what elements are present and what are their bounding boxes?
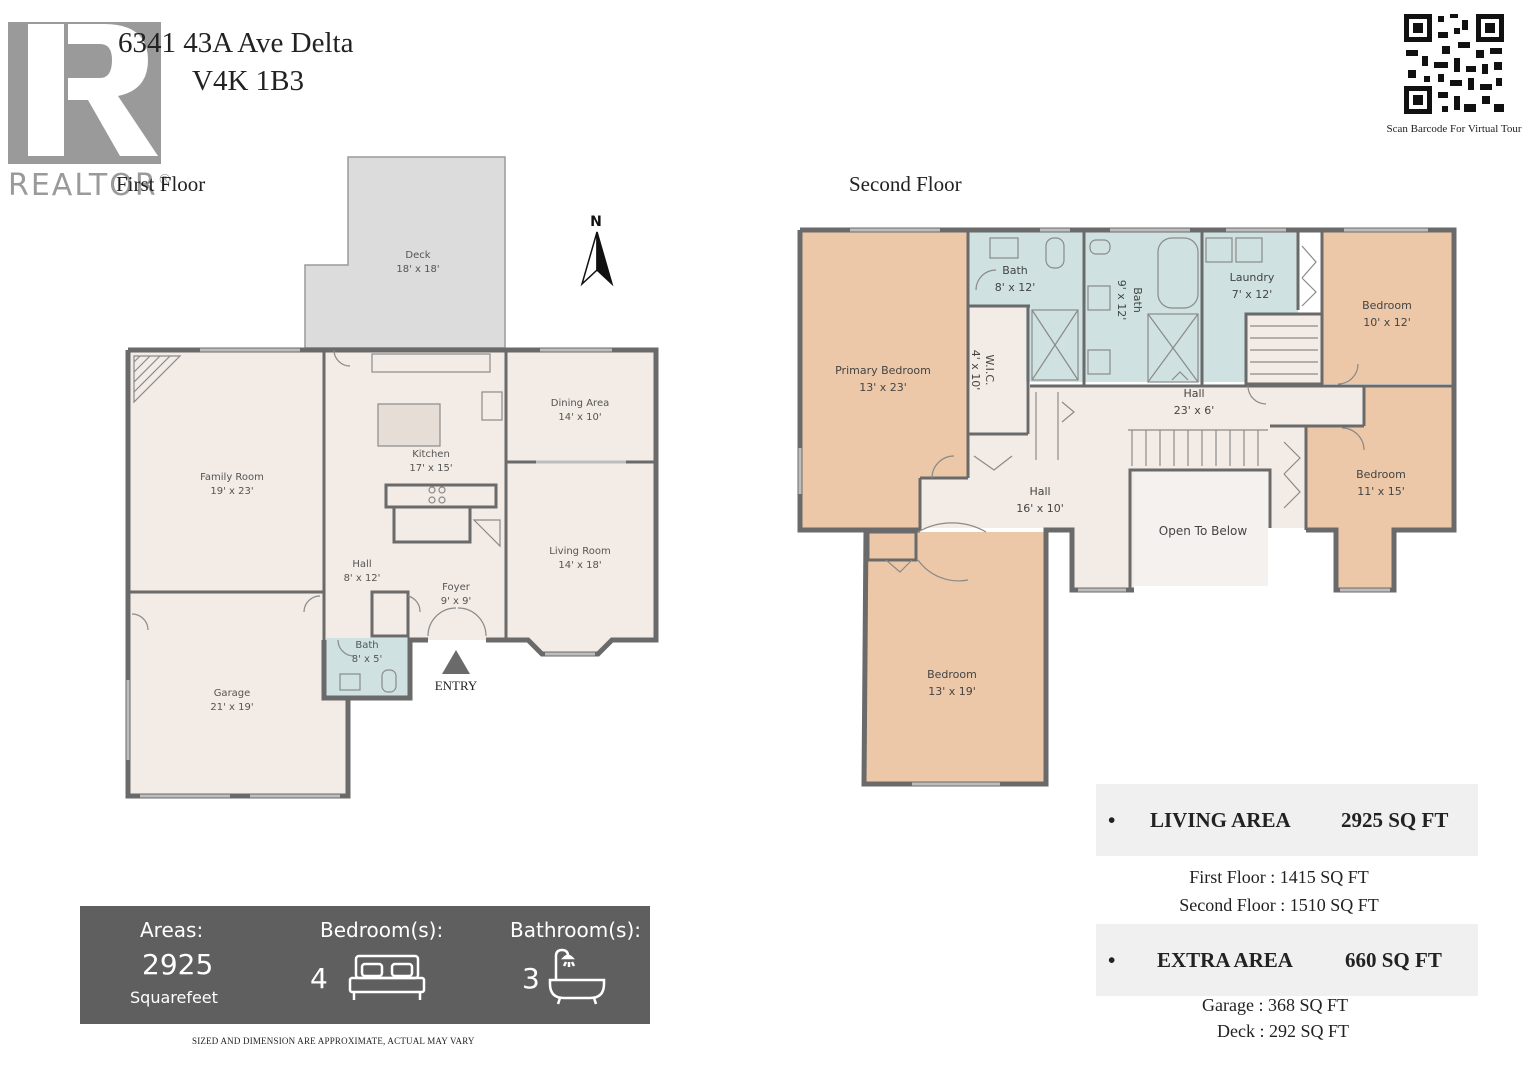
room-dims: 23' x 6' [1174, 404, 1215, 417]
room-dims: 14' x 18' [558, 560, 601, 571]
areas-unit: Squarefeet [130, 988, 218, 1007]
living-area-value: 2925 SQ FT [1341, 807, 1449, 832]
room-dims: 8' x 5' [352, 654, 383, 665]
compass-label: N [590, 214, 602, 230]
realtor-r-icon [8, 22, 161, 164]
open-to-below [1134, 470, 1268, 586]
room-dims: 13' x 19' [928, 685, 976, 698]
living-area-label: LIVING AREA [1150, 807, 1291, 832]
room-label: Kitchen [412, 449, 450, 460]
room-label: Bedroom [1362, 299, 1412, 312]
room-label: Hall [1183, 387, 1204, 400]
room-dims: 13' x 23' [859, 381, 907, 394]
areas-value: 2925 [142, 948, 214, 981]
second-floor-plan: Bath 8' x 12' Bath 9' x 12' Laundry 7' x… [797, 227, 1457, 787]
bullet: • [1108, 807, 1116, 832]
address-line-1: 6341 43A Ave Delta [118, 27, 354, 59]
room-label: Bath [1131, 287, 1144, 313]
second-floor-area: Second Floor : 1510 SQ FT [1179, 895, 1379, 915]
room-dims: 21' x 19' [210, 702, 253, 713]
realtor-logo: REALTOR® [8, 18, 183, 208]
bathtub-icon [548, 948, 606, 1005]
first-floor-area: First Floor : 1415 SQ FT [1189, 867, 1369, 887]
bathrooms-value: 3 [522, 962, 540, 995]
bath-2 [1084, 232, 1202, 382]
room-label: Hall [1029, 485, 1050, 498]
garage-area: Garage : 368 SQ FT [1202, 995, 1348, 1015]
qr-code[interactable] [1402, 12, 1506, 120]
bedroom-ne [1322, 232, 1452, 384]
first-floor-title: First Floor [116, 172, 206, 196]
room-dims: 9' x 12' [1115, 280, 1128, 321]
room-label: Open To Below [1159, 524, 1248, 538]
living-room [506, 462, 656, 654]
room-dims: 8' x 12' [995, 281, 1036, 294]
room-dims: 10' x 12' [1363, 316, 1411, 329]
room-label: W.I.C. [983, 354, 996, 385]
bedroom-e [1306, 386, 1452, 588]
bed-icon [348, 954, 426, 1000]
room-dims: 18' x 18' [396, 264, 439, 275]
room-dims: 4' x 10' [969, 350, 982, 391]
room-label: Primary Bedroom [835, 364, 931, 377]
room-dims: 17' x 15' [409, 463, 452, 474]
garage [128, 592, 348, 796]
bedrooms-value: 4 [310, 962, 328, 995]
room-dims: 8' x 12' [344, 573, 381, 584]
realtor-wordmark: REALTOR® [8, 168, 174, 203]
disclaimer: SIZED AND DIMENSION ARE APPROXIMATE, ACT… [192, 1036, 475, 1046]
room-label: Bath [1002, 264, 1028, 277]
qr-code-icon [1402, 12, 1506, 116]
wic [970, 306, 1026, 434]
extra-area-label: EXTRA AREA [1157, 947, 1293, 972]
room-dims: 19' x 23' [210, 486, 253, 497]
first-floor-plan: N Deck 18' x 18' Dining Area 14' x 10' K… [125, 156, 659, 799]
kitchen-area [324, 350, 506, 640]
extra-area-box: • EXTRA AREA 660 SQ FT [1096, 924, 1478, 996]
address-line-2: V4K 1B3 [192, 65, 304, 97]
room-dims: 16' x 10' [1016, 502, 1064, 515]
bathrooms-label: Bathroom(s): [510, 918, 641, 942]
room-dims: 11' x 15' [1357, 485, 1405, 498]
room-dims: 7' x 12' [1232, 288, 1273, 301]
room-label: Deck [405, 250, 430, 261]
compass-icon: N [580, 214, 614, 287]
room-label: Dining Area [551, 398, 609, 409]
deck-area-line: Deck : 292 SQ FT [1217, 1021, 1349, 1041]
room-label: Living Room [549, 546, 610, 557]
room-label: Family Room [200, 472, 264, 483]
room-dims: 14' x 10' [558, 412, 601, 423]
hall-area [920, 386, 1364, 588]
room-label: Bedroom [1356, 468, 1406, 481]
entry-arrow-icon [442, 650, 470, 674]
dining-area [506, 350, 656, 462]
second-floor-title: Second Floor [849, 172, 962, 196]
room-label: Bath [355, 640, 378, 651]
room-label: Hall [352, 559, 371, 570]
family-room [128, 350, 324, 592]
qr-caption: Scan Barcode For Virtual Tour [1386, 123, 1522, 135]
extra-area-value: 660 SQ FT [1345, 947, 1442, 972]
bedroom-sw [864, 532, 1044, 782]
room-dims: 9' x 9' [441, 596, 472, 607]
living-area-box: • LIVING AREA 2925 SQ FT [1096, 784, 1478, 856]
room-label: Garage [214, 688, 251, 699]
room-label: Laundry [1230, 271, 1275, 284]
bullet: • [1108, 947, 1116, 972]
room-label: Bedroom [927, 668, 977, 681]
areas-label: Areas: [140, 918, 204, 942]
stats-bar: Areas: 2925 Squarefeet Bedroom(s): 4 Bat… [80, 906, 650, 1024]
room-label: Foyer [442, 582, 471, 593]
bedrooms-label: Bedroom(s): [320, 918, 444, 942]
entry-label: ENTRY [435, 678, 478, 693]
